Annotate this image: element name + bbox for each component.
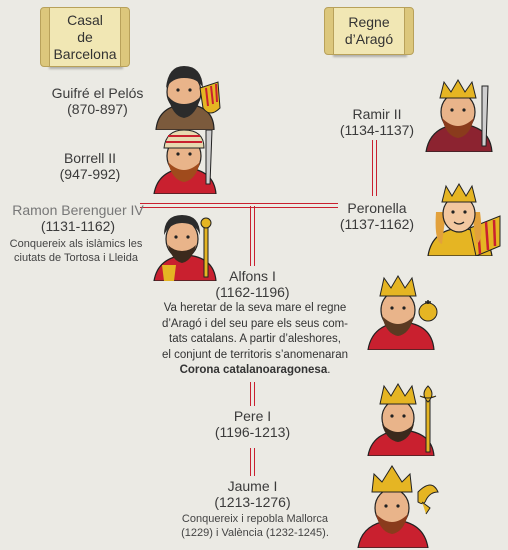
header-right-text: Regne d’Aragó — [344, 14, 394, 47]
ruler-pere-years: (1196-1213) — [214, 424, 291, 440]
line-marriage — [140, 203, 338, 208]
ruler-guifre-years: (870-897) — [67, 101, 128, 117]
ruler-guifre-name: Guifré el Pelós — [51, 85, 144, 101]
ramir-portrait — [425, 79, 493, 152]
ruler-borrell-years: (947-992) — [59, 166, 121, 182]
alfons-desc-1: Va heretar de la seva mare el regne — [163, 302, 347, 314]
ruler-alfons-years: (1162-1196) — [215, 284, 290, 300]
line-to-alfons — [250, 206, 255, 266]
ruler-ramon-note-1: Conquereix als islàmics les — [9, 238, 143, 250]
header-left-text: Casal de Barcelona — [53, 11, 117, 62]
ruler-alfons-name: Alfons I — [229, 268, 276, 284]
ruler-ramir: Ramir II (1134-1137) — [332, 106, 422, 138]
ruler-borrell-name: Borrell II — [63, 150, 117, 166]
ruler-ramon-note: Conquereix als islàmics les ciutats de T… — [2, 237, 150, 265]
ruler-ramir-years: (1134-1137) — [339, 122, 415, 138]
alfons-portrait — [367, 275, 438, 350]
ruler-ramon: Ramon Berenguer IV (1131-1162) — [12, 202, 144, 234]
line-pere-jaume — [250, 448, 255, 476]
ruler-guifre: Guifré el Pelós (870-897) — [40, 85, 155, 117]
ruler-ramir-name: Ramir II — [352, 106, 402, 122]
ruler-jaume: Jaume I (1213-1276) — [200, 478, 305, 510]
ruler-alfons-description: Va heretar de la seva mare el regne d’Ar… — [140, 301, 370, 379]
alfons-desc-3: tats catalans. A partir d’aleshores, — [169, 333, 341, 345]
ruler-peronella-name: Peronella — [347, 200, 407, 216]
alfons-desc-end: . — [327, 364, 331, 376]
borrell-portrait — [153, 129, 217, 194]
ruler-ramon-name: Ramon Berenguer IV — [12, 202, 144, 218]
ruler-peronella-years: (1137-1162) — [339, 216, 415, 232]
ruler-pere-name: Pere I — [233, 408, 272, 424]
alfons-desc-bold: Corona catalanoaragonesa — [179, 364, 328, 376]
header-regne-d-arago: Regne d’Aragó — [324, 7, 414, 55]
line-ramir-peronella — [372, 140, 377, 196]
ramon-portrait — [153, 215, 217, 281]
ruler-jaume-note-1: Conquereix i repobla Mallorca — [181, 513, 329, 525]
ruler-jaume-note: Conquereix i repobla Mallorca (1229) i V… — [165, 512, 345, 540]
ruler-jaume-years: (1213-1276) — [214, 494, 291, 510]
ruler-peronella: Peronella (1137-1162) — [332, 200, 422, 232]
guifre-portrait — [155, 66, 221, 130]
alfons-desc-2: d’Aragó i del seu pare els seus com- — [161, 317, 348, 330]
ruler-jaume-name: Jaume I — [227, 478, 278, 494]
ruler-borrell: Borrell II (947-992) — [40, 150, 140, 182]
header-casal-de-barcelona: Casal de Barcelona — [40, 7, 130, 67]
ruler-pere: Pere I (1196-1213) — [200, 408, 305, 440]
ruler-ramon-note-2: ciutats de Tortosa i Lleida — [14, 252, 138, 264]
ruler-alfons: Alfons I (1162-1196) — [200, 268, 305, 300]
peronella-portrait — [427, 183, 501, 256]
alfons-desc-4: el conjunt de territoris s’anomenaran — [161, 348, 349, 361]
line-alfons-pere — [250, 382, 255, 406]
pere-portrait — [367, 383, 437, 456]
ruler-ramon-years: (1131-1162) — [40, 218, 116, 234]
jaume-portrait — [357, 465, 439, 548]
ruler-jaume-note-2: (1229) i València (1232-1245). — [181, 527, 329, 539]
